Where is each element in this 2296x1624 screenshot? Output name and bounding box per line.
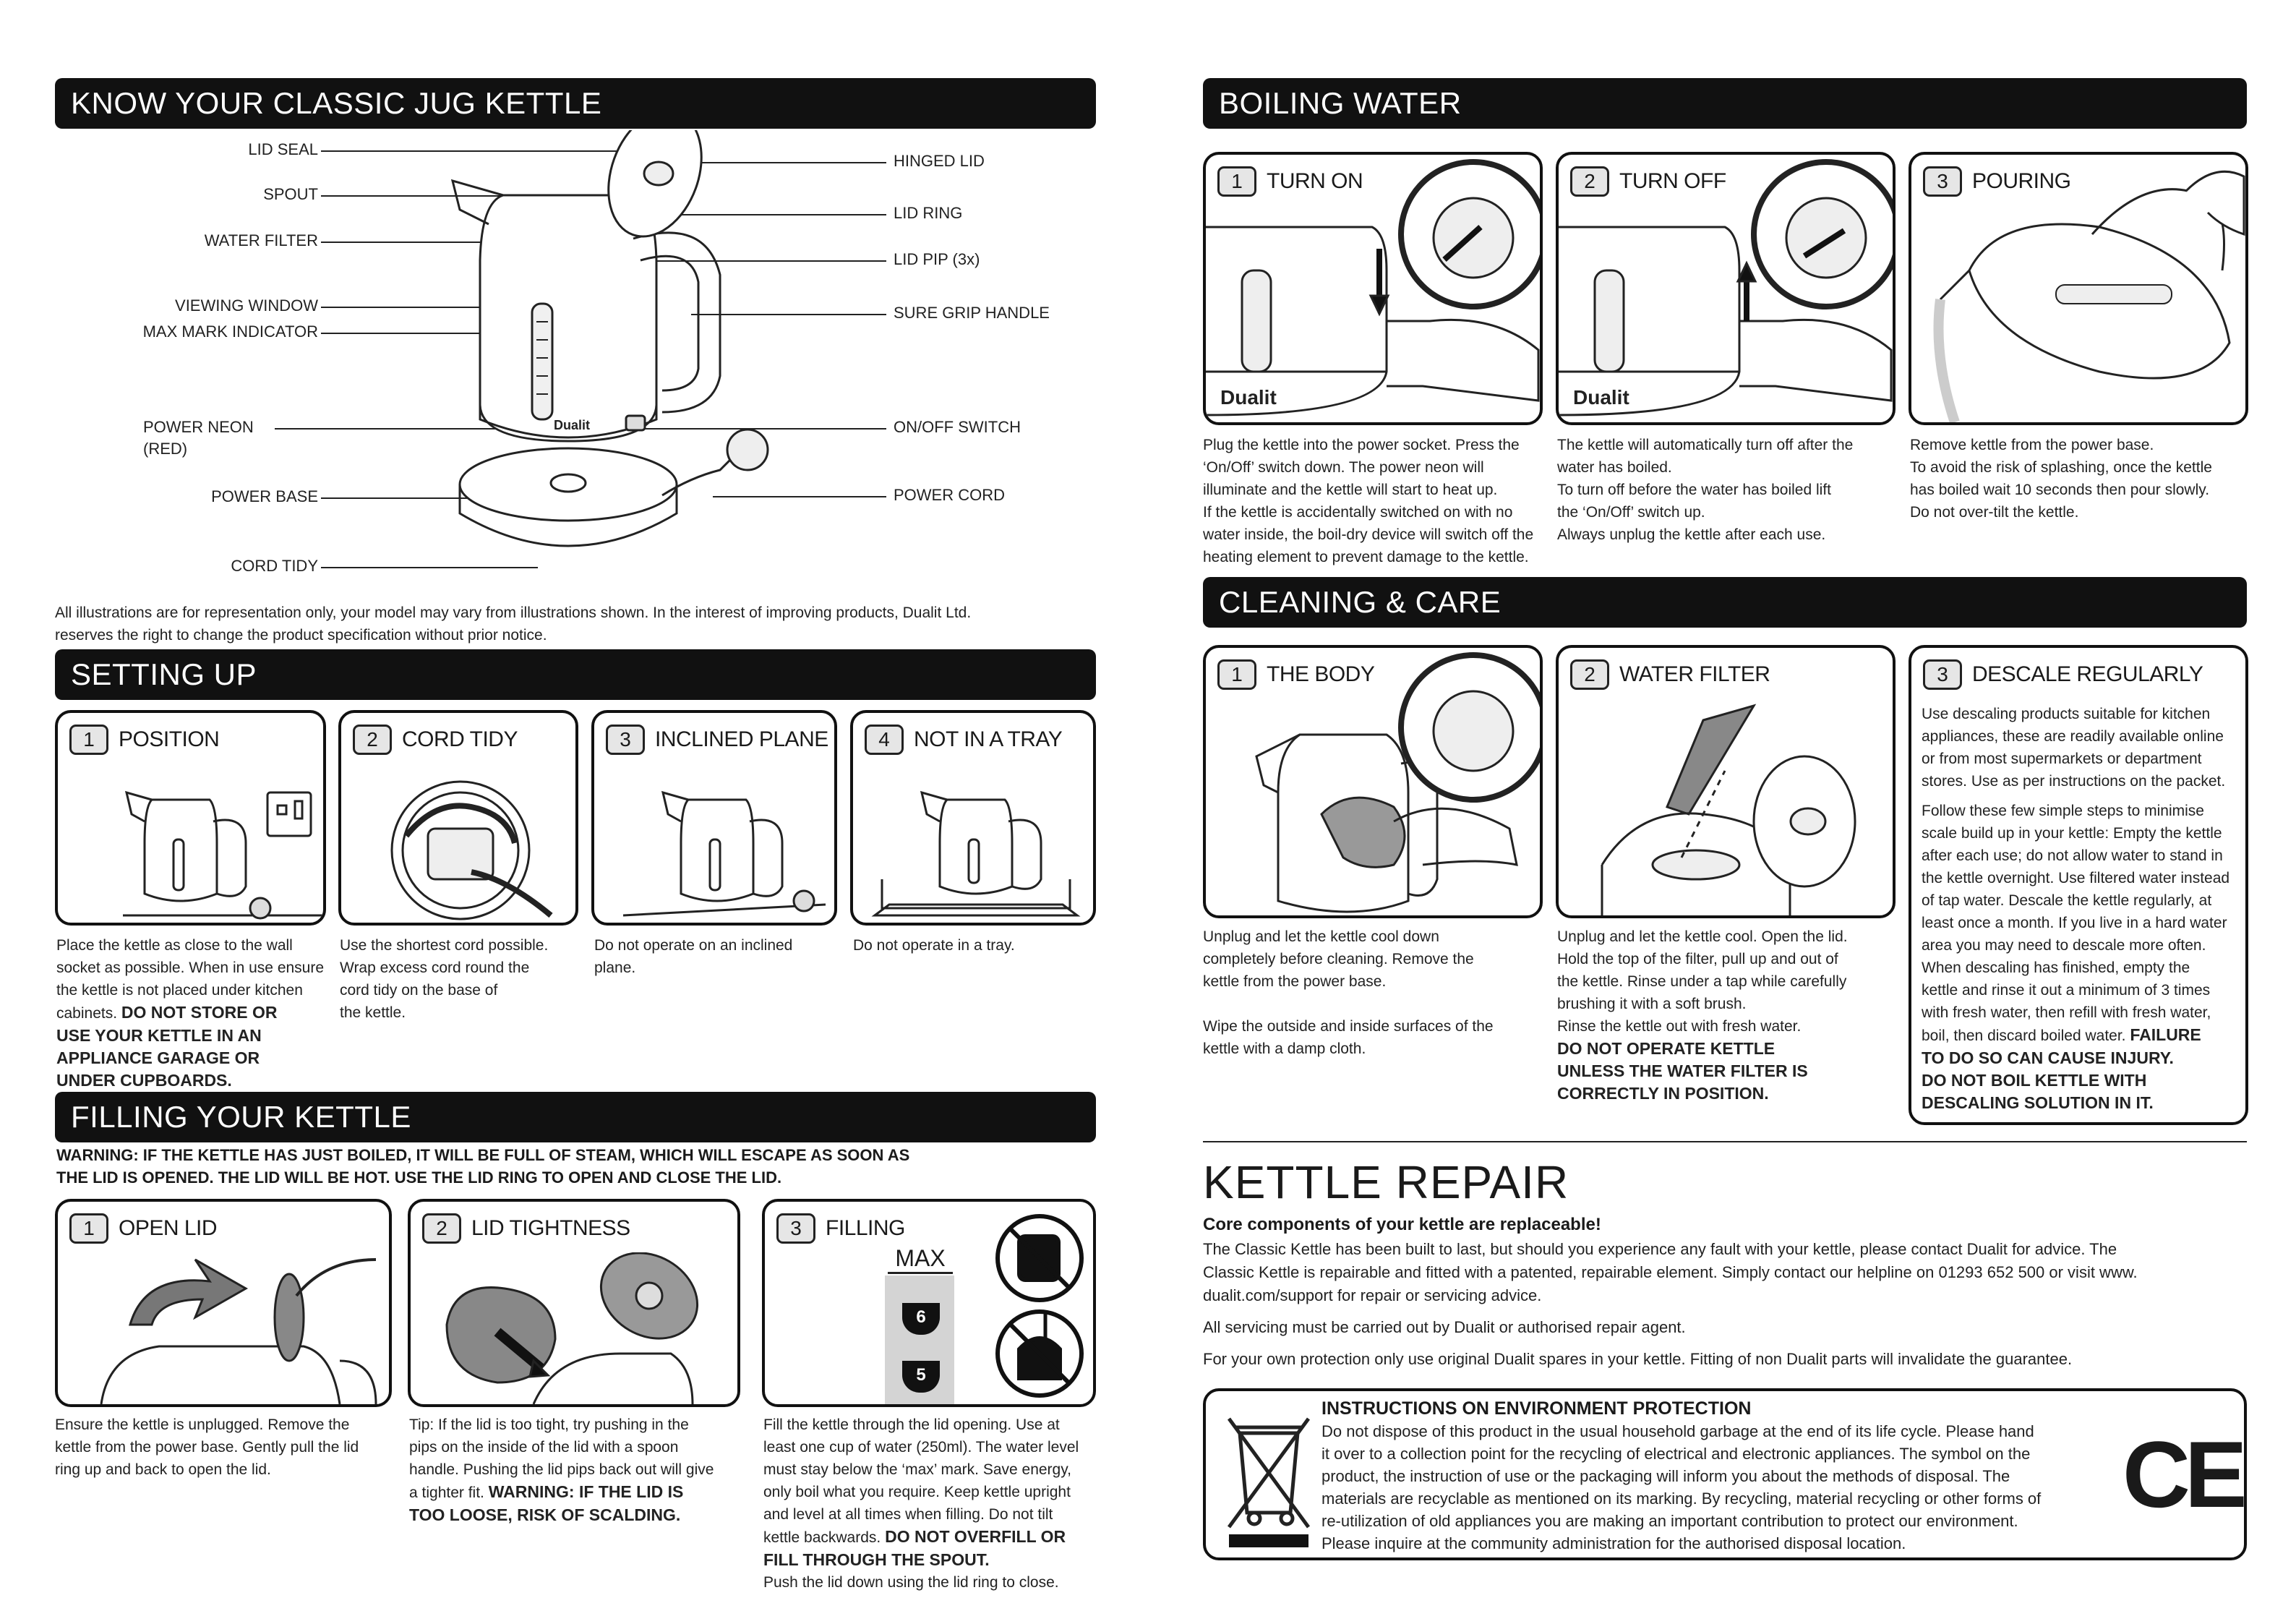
panel-title: WATER FILTER [1619,662,1770,686]
setup-text-cord-tidy: Use the shortest cord possible.Wrap exce… [340,937,549,1021]
repair-subtitle: Core components of your kettle are repla… [1203,1215,1601,1234]
cleaning-panel-water-filter: 2 WATER FILTER [1556,645,1896,918]
cleaning-panel-descale: 3 DESCALE REGULARLY Use descaling product… [1909,645,2248,1125]
panel-title: LID TIGHTNESS [471,1216,630,1240]
panel-title: POSITION [119,727,220,751]
filling-warning: WARNING: IF THE KETTLE HAS JUST BOILED, … [56,1146,910,1187]
environment-box: INSTRUCTIONS ON ENVIRONMENT PROTECTION D… [1203,1388,2247,1560]
step-number: 3 [606,725,645,755]
section-filling-title: FILLING YOUR KETTLE [55,1092,1096,1142]
step-number: 1 [69,725,108,755]
section-cleaning-title: CLEANING & CARE [1203,577,2247,628]
setup-text-tray: Do not operate in a tray. [853,937,1015,954]
kettle-diagram: LID SEAL SPOUT WATER FILTER VIEWING WIND… [55,130,1096,586]
kettle-brand: Dualit [1573,386,1629,409]
boiling-text-turn-off: The kettle will automatically turn off a… [1557,437,1854,543]
label-lid-seal: LID SEAL [248,140,318,158]
step-number: 3 [1923,659,1962,690]
disclaimer: All illustrations are for representation… [55,602,1096,646]
step-number: 2 [1570,166,1609,197]
setup-panel-position: 1 POSITION [55,710,326,926]
max-mark-label: MAX [888,1245,953,1274]
cleaning-panel-body: 1 THE BODY [1203,645,1543,918]
panel-title: FILLING [826,1216,905,1240]
section-setting-up-title: SETTING UP [55,649,1096,700]
boiling-panel-turn-off: 2 TURN OFF Dualit [1556,152,1896,425]
descale-text: Use descaling products suitable for kitc… [1922,706,2230,1112]
repair-text: The Classic Kettle has been built to las… [1203,1240,2138,1368]
filling-text-open-lid: Ensure the kettle is unplugged. Remove t… [55,1416,359,1478]
label-lid-ring: LID RING [894,204,963,222]
label-cord-tidy: CORD TIDY [231,557,318,575]
filling-panel-filling: 3 FILLING MAX 6 5 [762,1199,1096,1407]
cleaning-text-filter: Unplug and let the kettle cool. Open the… [1557,928,1848,1103]
boiling-text-turn-on: Plug the kettle into the power socket. P… [1203,437,1534,565]
step-number: 2 [353,725,392,755]
setup-panel-not-in-tray: 4 NOT IN A TRAY [850,710,1096,926]
environment-text: Do not dispose of this product in the us… [1322,1422,2042,1552]
label-max-mark: MAX MARK INDICATOR [142,322,318,341]
cup-5-icon: 5 [902,1361,940,1393]
panel-title: TURN OFF [1619,169,1726,193]
label-water-filter: WATER FILTER [204,231,318,249]
panel-title: INCLINED PLANE [655,727,828,751]
boiling-panel-turn-on: 1 TURN ON Dualit [1203,152,1543,425]
disclaimer-line-1: All illustrations are for representation… [55,604,972,621]
step-number: 1 [1217,659,1256,690]
boiling-panel-pouring: 3 POURING [1909,152,2248,425]
repair-title: KETTLE REPAIR [1203,1156,1569,1208]
label-power-base: POWER BASE [211,487,318,505]
step-number: 3 [776,1213,815,1244]
base-brand: Dualit [554,418,590,432]
step-number: 1 [69,1213,108,1244]
label-on-off-switch: ON/OFF SWITCH [894,418,1021,436]
no-overfill-no-spout-icons [995,1214,1084,1398]
label-power-neon: POWER NEON [143,418,254,436]
label-sure-grip-handle: SURE GRIP HANDLE [894,304,1050,322]
disclaimer-line-2: reserves the right to change the product… [55,627,547,644]
label-power-neon-red: (RED) [143,440,188,458]
panel-title: DESCALE REGULARLY [1972,662,2203,686]
panel-title: CORD TIDY [402,727,518,751]
panel-title: TURN ON [1267,169,1363,193]
step-number: 2 [1570,659,1609,690]
setup-panel-inclined-plane: 3 INCLINED PLANE [591,710,837,926]
filling-text-lid-tightness: Tip: If the lid is too tight, try pushin… [409,1416,714,1524]
repair-divider [1203,1141,2247,1142]
label-power-cord: POWER CORD [894,486,1005,504]
ce-mark: CE [2122,1422,2244,1527]
filling-text-filling: Fill the kettle through the lid opening.… [763,1416,1079,1591]
label-viewing-window: VIEWING WINDOW [175,296,318,315]
filling-panel-open-lid: 1 OPEN LID [55,1199,392,1407]
panel-title: THE BODY [1267,662,1375,686]
label-spout: SPOUT [263,185,318,203]
wheelie-bin-crossed-icon [1227,1417,1311,1547]
filling-panel-lid-tightness: 2 LID TIGHTNESS [408,1199,740,1407]
cup-6-icon: 6 [902,1303,940,1335]
panel-title: POURING [1972,169,2071,193]
environment-title: INSTRUCTIONS ON ENVIRONMENT PROTECTION [1322,1398,1752,1419]
kettle-brand: Dualit [1220,386,1277,409]
label-lid-pip: LID PIP (3x) [894,250,980,268]
boiling-text-pouring: Remove kettle from the power base.To avo… [1910,437,2212,521]
step-number: 3 [1923,166,1962,197]
step-number: 4 [865,725,904,755]
section-know-title: KNOW YOUR CLASSIC JUG KETTLE [55,78,1096,129]
setup-panel-cord-tidy: 2 CORD TIDY [338,710,578,926]
panel-title: NOT IN A TRAY [914,727,1063,751]
step-number: 2 [422,1213,461,1244]
section-boiling-title: BOILING WATER [1203,78,2247,129]
step-number: 1 [1217,166,1256,197]
panel-title: OPEN LID [119,1216,218,1240]
label-hinged-lid: HINGED LID [894,152,985,170]
